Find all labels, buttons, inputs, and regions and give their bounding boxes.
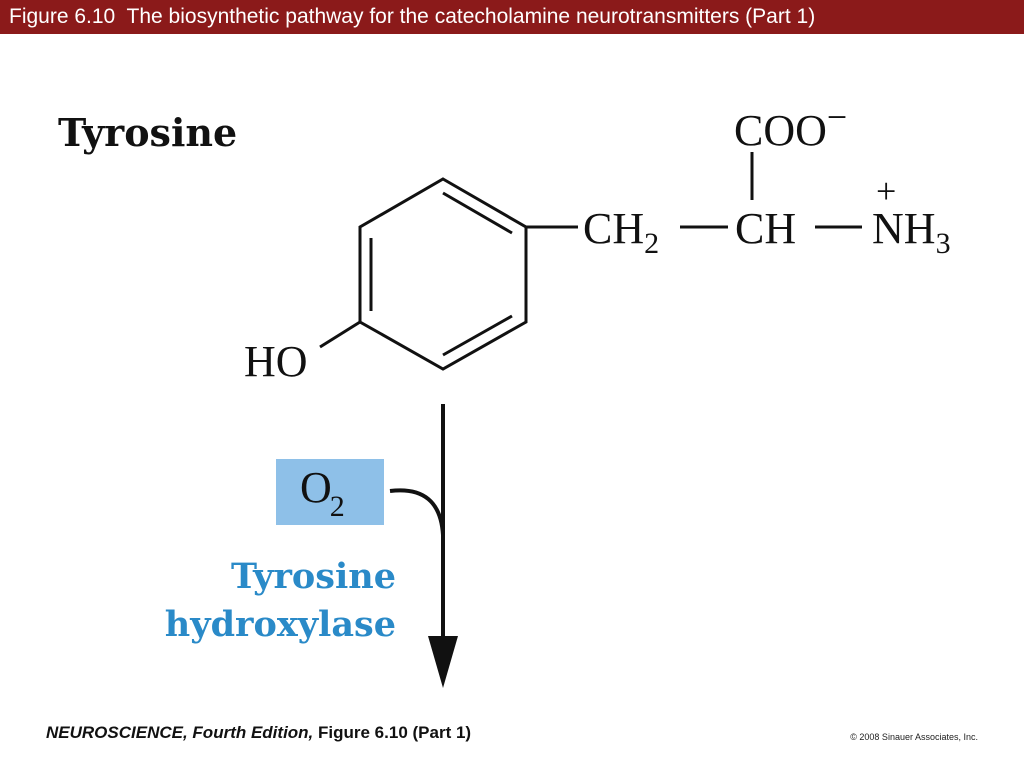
compound-name: Tyrosine	[58, 110, 238, 155]
slide-title: Figure 6.10 The biosynthetic pathway for…	[0, 0, 1024, 34]
enzyme-label-line1: Tyrosine	[230, 556, 396, 597]
footer-source: NEUROSCIENCE, Fourth Edition, Figure 6.1…	[46, 723, 471, 743]
methylene-group: CH2	[583, 204, 659, 260]
enzyme-label-line2: hydroxylase	[164, 604, 396, 645]
enzyme-label: Tyrosine hydroxylase	[165, 553, 396, 649]
footer-edition: Fourth Edition,	[192, 723, 314, 742]
benzene-ring	[358, 177, 528, 371]
cofactor-curve-arrow	[389, 488, 445, 536]
amine-charge: +	[876, 171, 896, 211]
amine-group: NH3	[872, 204, 951, 260]
footer-book-title: NEUROSCIENCE,	[46, 723, 188, 742]
copyright-notice: © 2008 Sinauer Associates, Inc.	[850, 732, 978, 742]
bond-ring-ho	[319, 320, 361, 349]
hydroxyl-group: HO	[244, 337, 308, 386]
carboxylate-group: COO−	[734, 97, 847, 155]
cofactor-label: O2	[300, 463, 345, 523]
alpha-carbon: CH	[735, 204, 796, 253]
cofactor-box	[276, 459, 384, 525]
footer-figure-ref: Figure 6.10 (Part 1)	[318, 723, 472, 742]
reaction-arrowhead	[428, 636, 458, 688]
